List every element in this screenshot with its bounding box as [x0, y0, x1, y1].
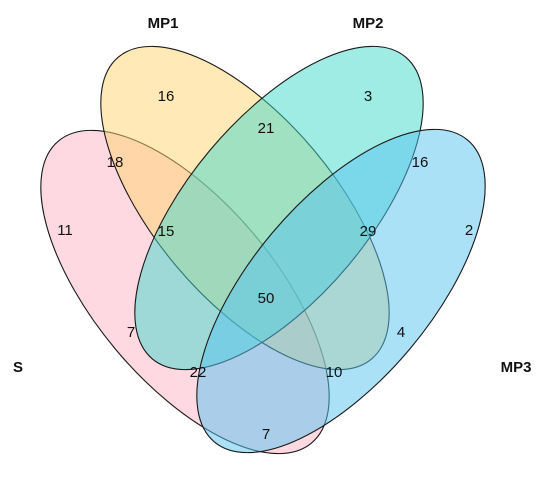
region-count-s-mp2: 7	[127, 324, 135, 341]
region-count-mp1-mp2-mp3: 29	[360, 223, 377, 240]
region-count-s-mp2-mp3: 22	[190, 364, 207, 381]
set-label-mp3: MP3	[501, 359, 532, 376]
region-count-mp1-mp2: 21	[258, 120, 275, 137]
region-count-mp3-only: 2	[465, 222, 473, 239]
region-count-s-mp1-mp3: 10	[326, 364, 343, 381]
set-label-s: S	[13, 359, 23, 376]
region-count-s-only: 11	[57, 222, 73, 239]
region-count-all: 50	[258, 290, 275, 307]
set-label-mp1: MP1	[148, 15, 179, 32]
set-mp3-ellipse	[196, 128, 486, 454]
region-count-mp1-only: 16	[158, 88, 175, 105]
set-label-mp2: MP2	[353, 15, 384, 32]
region-count-s-mp3: 7	[262, 426, 270, 443]
region-count-s-mp1-mp2: 15	[158, 223, 175, 240]
region-count-mp2-mp3: 16	[412, 154, 429, 171]
region-count-mp1-mp3: 4	[397, 324, 405, 341]
region-count-s-mp1: 18	[107, 154, 124, 171]
region-count-mp2-only: 3	[364, 88, 372, 105]
